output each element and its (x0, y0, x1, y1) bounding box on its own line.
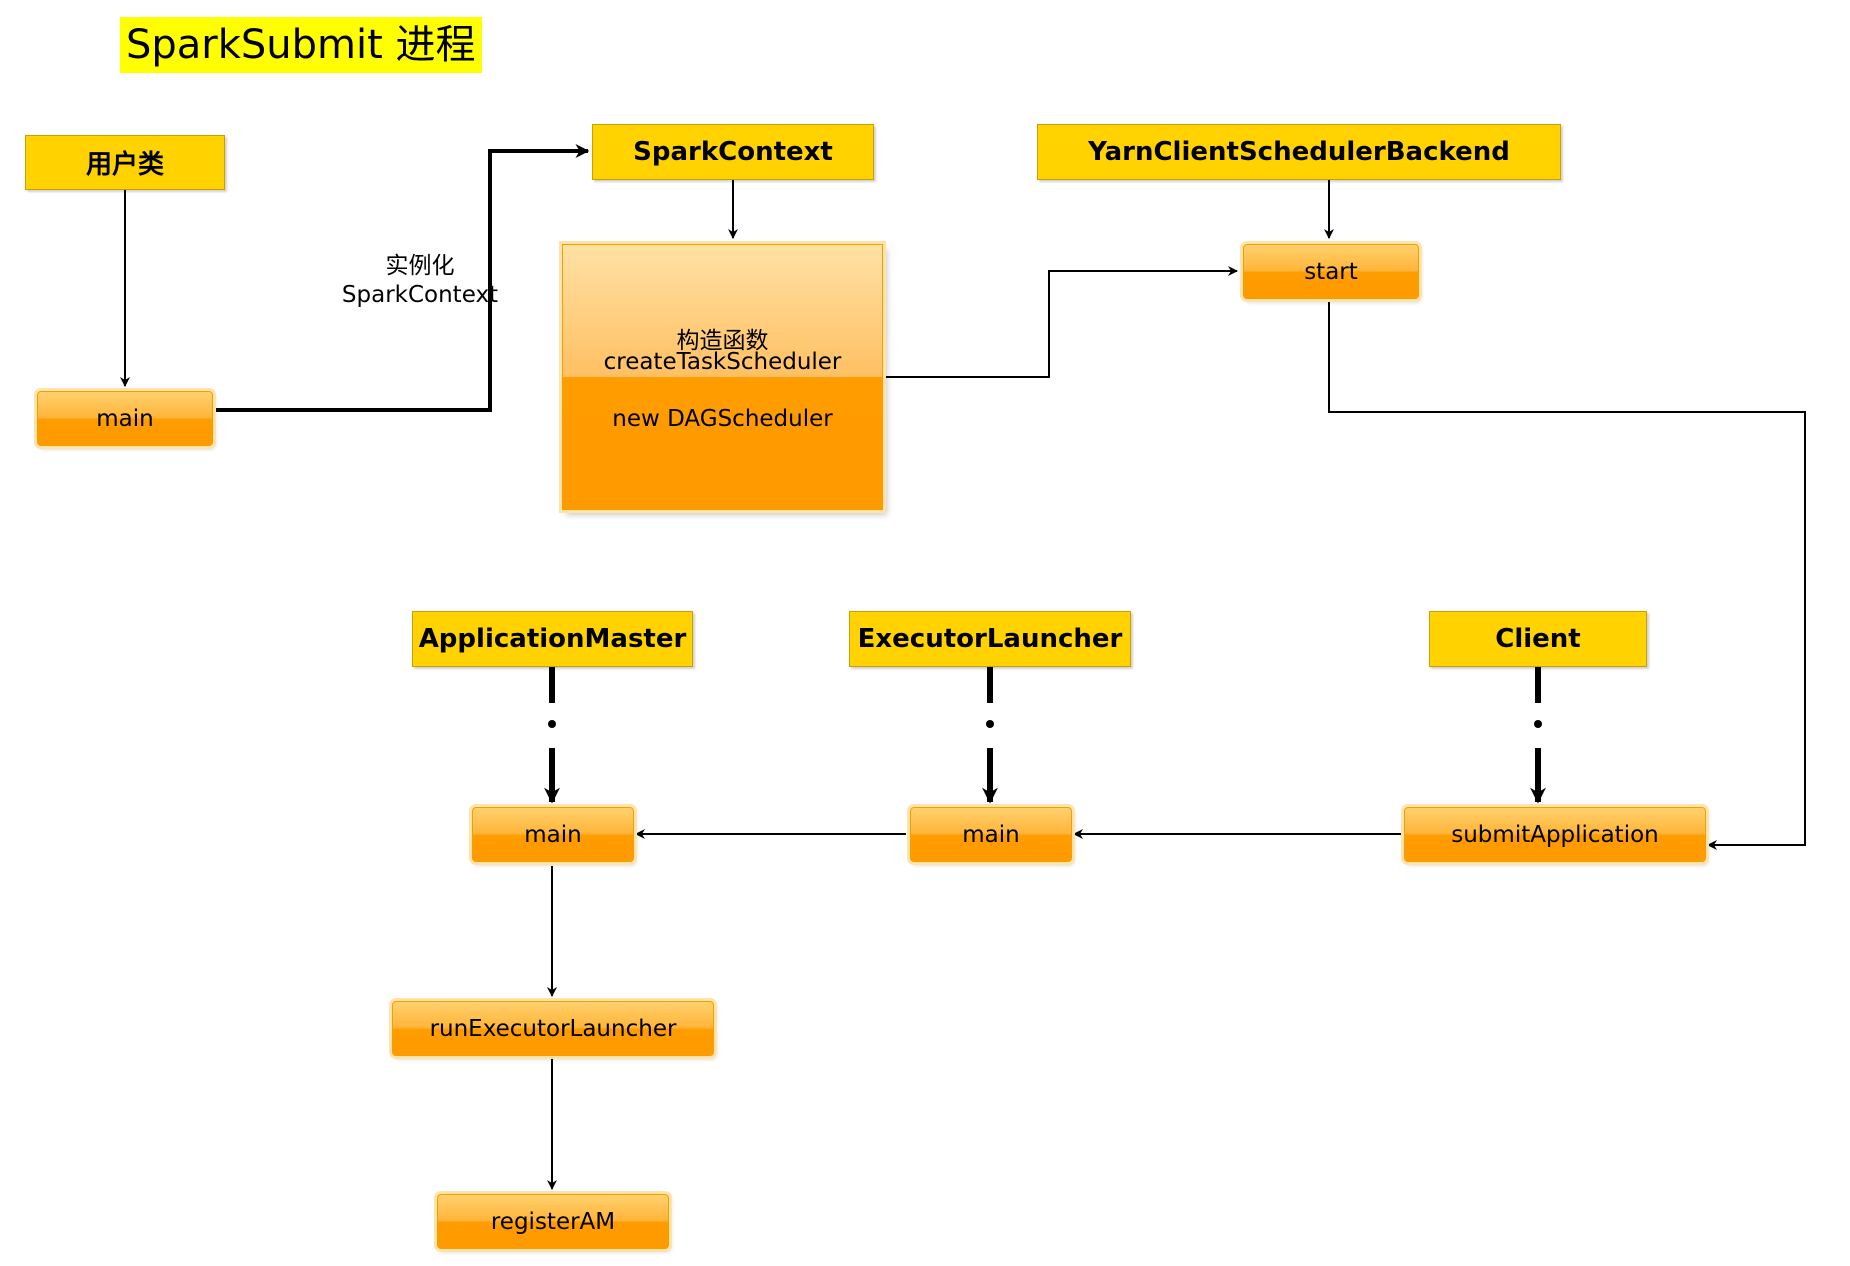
edge-label-line1: 实例化 (385, 253, 455, 279)
header-application-master: ApplicationMaster (412, 611, 693, 667)
diagram-title: SparkSubmit 进程 (120, 17, 482, 73)
node-client-submit-application: submitApplication (1404, 807, 1706, 862)
node-register-am: registerAM (437, 1194, 669, 1249)
node-el-main: main (910, 807, 1072, 862)
dashed-arrow-am (544, 667, 560, 804)
header-client: Client (1429, 611, 1647, 667)
node-user-main: main (37, 391, 213, 446)
arrow-main-to-sparkcontext (215, 144, 590, 412)
header-spark-context: SparkContext (592, 124, 874, 180)
node-sparkcontext-constructor: 构造函数 createTaskScheduler new DAGSchedule… (562, 244, 883, 510)
dashed-arrow-el (982, 667, 998, 804)
edge-label-line2: SparkContext (341, 282, 499, 308)
header-user-class: 用户类 (25, 135, 225, 190)
arrow-start-to-submit (1328, 302, 1806, 850)
edge-label-instantiate: 实例化 SparkContext (330, 252, 510, 310)
constructor-label: 构造函数 (676, 328, 769, 354)
arrow-constructor-to-start (885, 266, 1238, 378)
node-backend-start: start (1243, 244, 1419, 299)
dashed-arrow-client (1530, 667, 1546, 804)
header-executor-launcher: ExecutorLauncher (849, 611, 1131, 667)
new-dag-scheduler-label: new DAGScheduler (612, 406, 833, 432)
node-am-main: main (472, 807, 634, 862)
create-task-scheduler-label: createTaskScheduler (603, 349, 842, 375)
header-yarn-client-scheduler-backend: YarnClientSchedulerBackend (1037, 124, 1561, 180)
node-run-executor-launcher: runExecutorLauncher (392, 1001, 714, 1056)
